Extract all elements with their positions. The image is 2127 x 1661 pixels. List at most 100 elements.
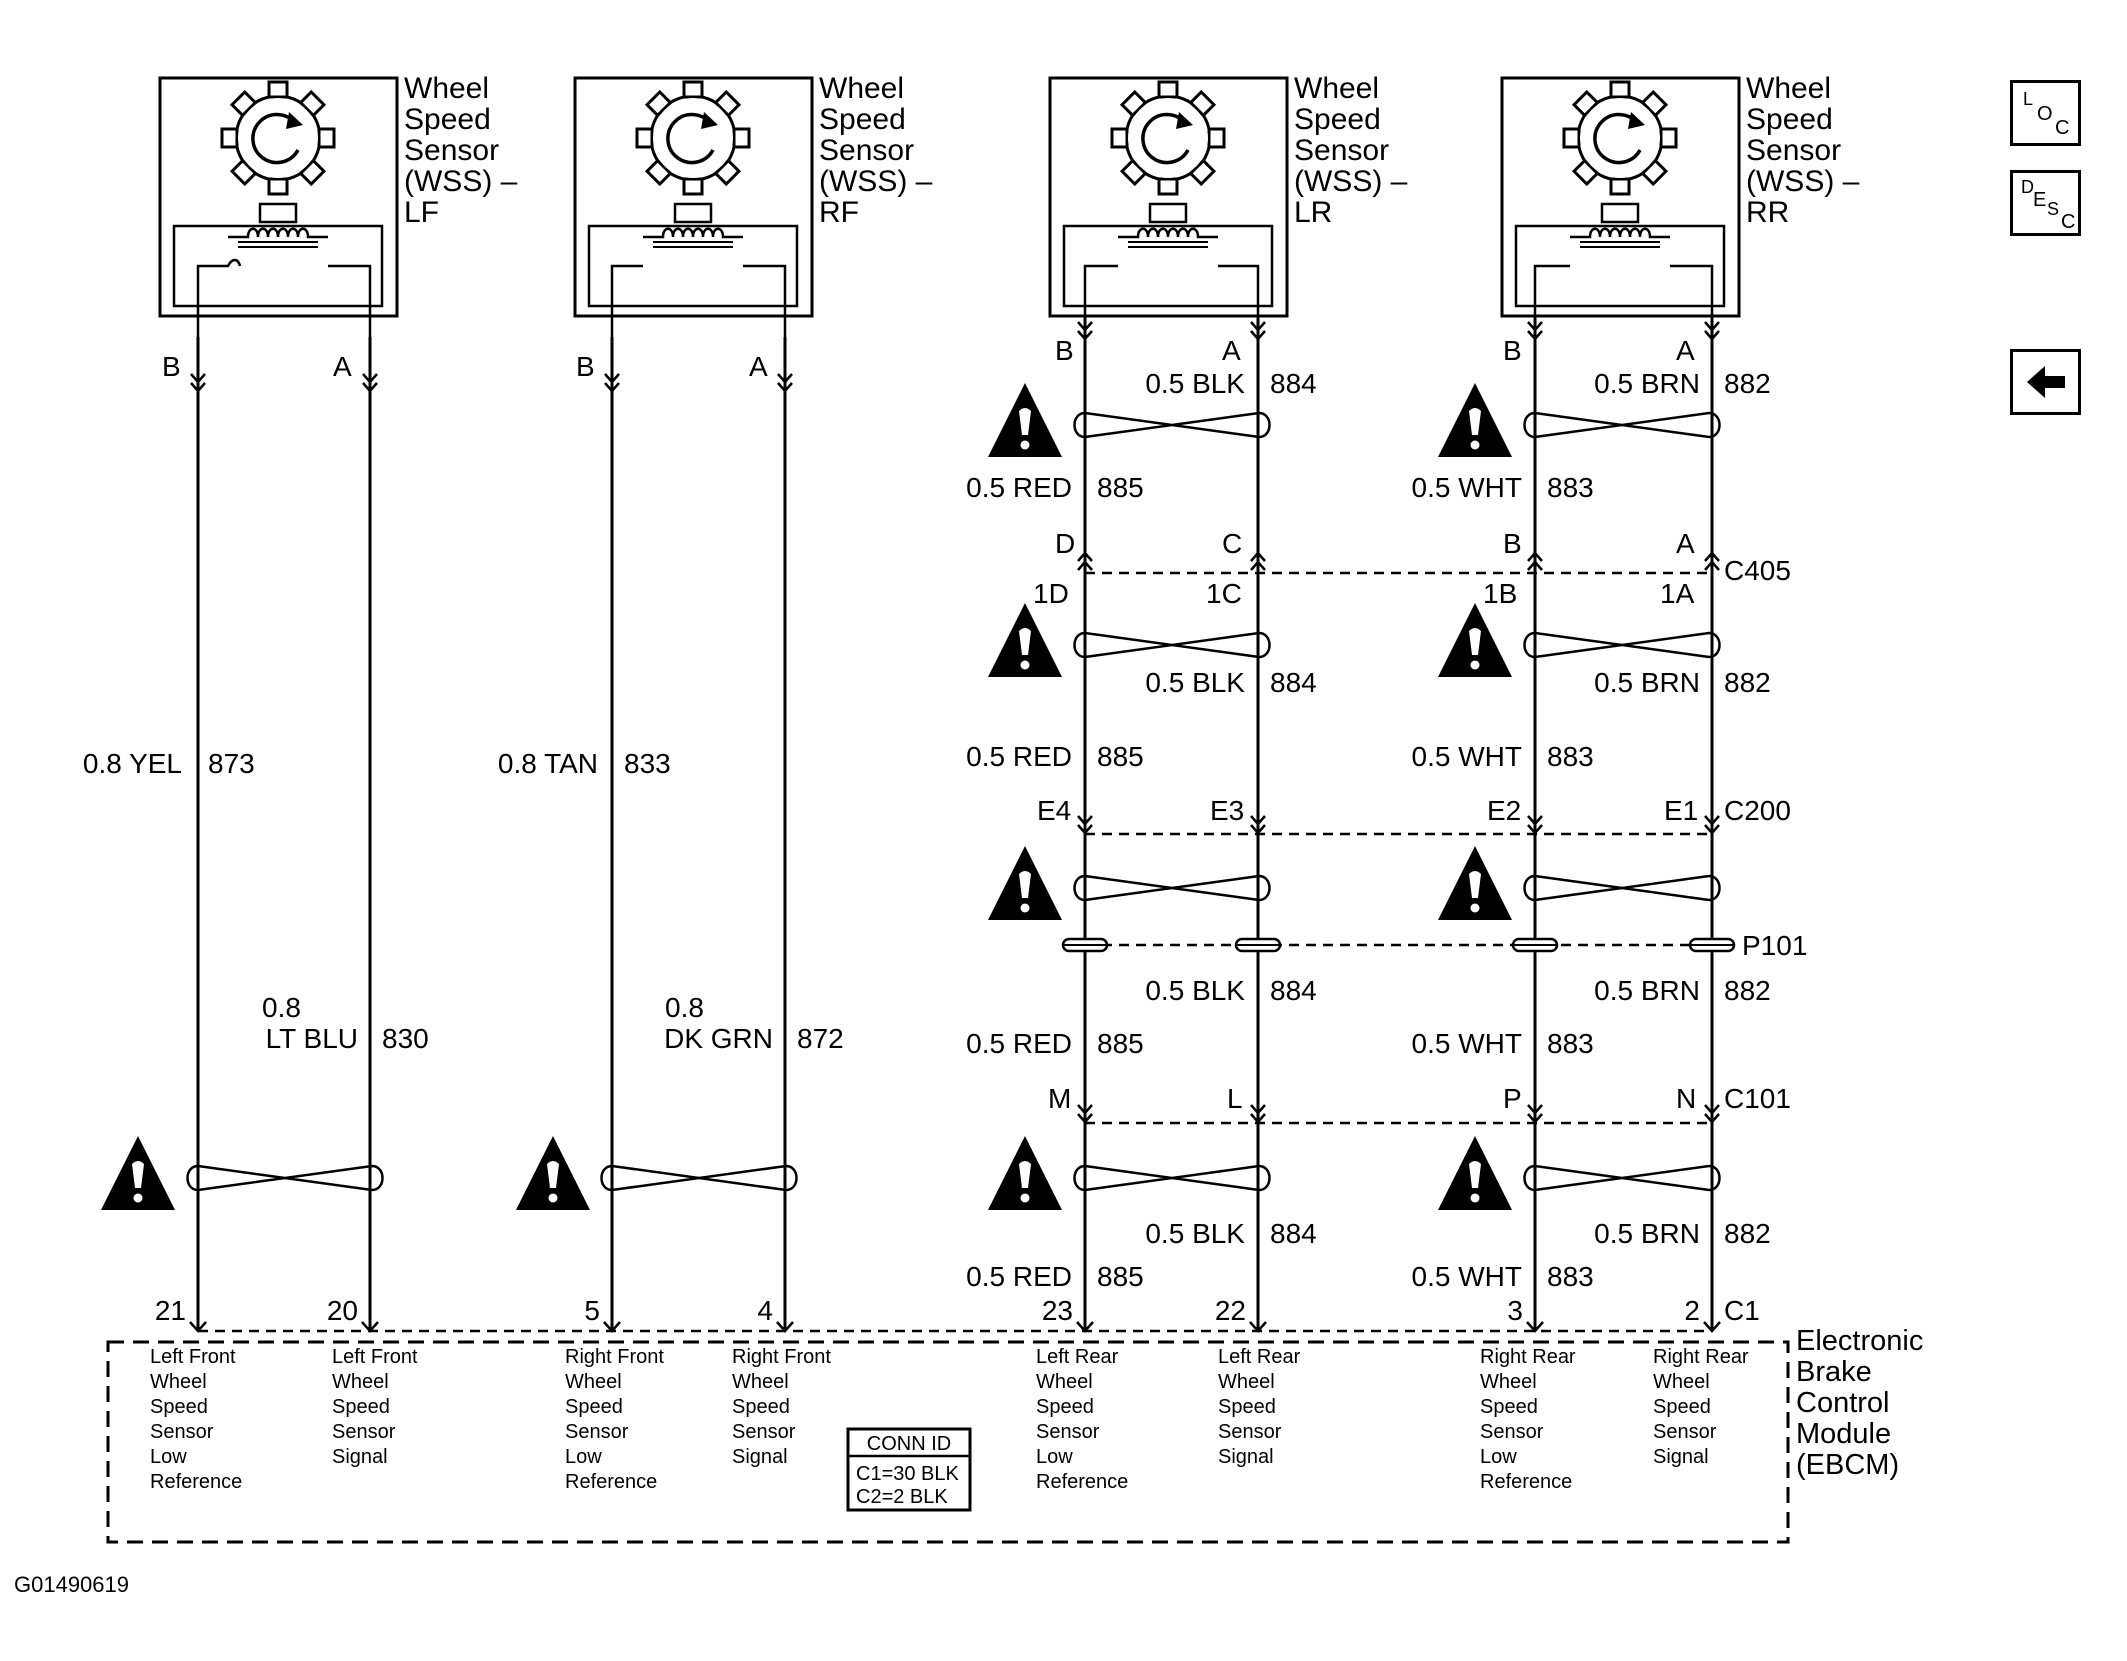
sensor-rr-title-4: (WSS) –	[1746, 165, 1860, 198]
rear-wiring: B A B A 0.5 BLK 884 0.5 BRN 882 0.5 RED …	[966, 318, 1807, 1330]
c200-label: C200	[1724, 795, 1791, 826]
rr-low-wire-color-2: 0.5 WHT	[1412, 741, 1522, 772]
lr-low-wire-circuit-3: 885	[1097, 1028, 1144, 1059]
lr-low-wire-circuit-1: 885	[1097, 472, 1144, 503]
rr-sig-wire-circuit-3: 882	[1724, 975, 1771, 1006]
lr-sig-wire-color-1: 0.5 BLK	[1145, 368, 1245, 399]
desc-button-label: E	[2033, 189, 2047, 211]
sensor-rf-title-1: Wheel	[819, 72, 904, 105]
lf-low-wire-color: 0.8 YEL	[83, 748, 182, 779]
c200-pin-e4: E4	[1037, 795, 1071, 826]
lf-sig-wire-circuit: 830	[382, 1023, 429, 1054]
c200-pin-e1: E1	[1664, 795, 1698, 826]
sensor-rr-title-1: Wheel	[1746, 72, 1831, 105]
sensor-lr-title-2: Speed	[1294, 103, 1381, 136]
sensor-rr-title-3: Sensor	[1746, 134, 1841, 167]
sensor-lf-title-5: LF	[404, 196, 439, 229]
c1-pin-2: 2	[1684, 1295, 1700, 1326]
c405-pin-b: B	[1503, 528, 1522, 559]
c1-pin-5: 5	[584, 1295, 600, 1326]
lf-low-wire-circuit: 873	[208, 748, 255, 779]
c405-pin-d: D	[1055, 528, 1075, 559]
sensor-rr: Wheel Speed Sensor (WSS) – RR	[1500, 72, 1860, 337]
rf-sig-wire-size: 0.8	[665, 992, 704, 1023]
lf-terminal-a: A	[333, 351, 352, 382]
conn-id-c1: C1=30 BLK	[856, 1463, 960, 1485]
rr-low-wire-color-1: 0.5 WHT	[1412, 472, 1522, 503]
lr-low-wire-circuit-2: 885	[1097, 741, 1144, 772]
lr-sig-wire-color-3: 0.5 BLK	[1145, 975, 1245, 1006]
sensor-lr-title-5: LR	[1294, 196, 1332, 229]
warning-triangle-icon	[988, 603, 1062, 677]
rf-terminal-b: B	[576, 351, 595, 382]
lr-low-wire-color-3: 0.5 RED	[966, 1028, 1072, 1059]
sensor-rf-title-2: Speed	[819, 103, 906, 136]
left-arrow-icon	[2027, 366, 2065, 398]
rf-low-wire-color: 0.8 TAN	[498, 748, 598, 779]
back-button[interactable]	[2010, 349, 2081, 415]
lr-terminal-b: B	[1055, 335, 1074, 366]
sensor-lr-title-3: Sensor	[1294, 134, 1389, 167]
sensor-lr-title-4: (WSS) –	[1294, 165, 1408, 198]
rr-low-wire-circuit-4: 883	[1547, 1261, 1594, 1292]
c200-pin-e3: E3	[1210, 795, 1244, 826]
c405-pin-1c: 1C	[1206, 578, 1242, 609]
sensor-rf-title-4: (WSS) –	[819, 165, 933, 198]
rr-sig-wire-circuit-4: 882	[1724, 1218, 1771, 1249]
rr-sig-wire-color-4: 0.5 BRN	[1594, 1218, 1700, 1249]
lr-low-wire-color-2: 0.5 RED	[966, 741, 1072, 772]
warning-triangle-icon	[516, 1136, 590, 1210]
c1-pin-4: 4	[757, 1295, 773, 1326]
conn-id-title: CONN ID	[867, 1433, 951, 1455]
sensor-rr-title-5: RR	[1746, 196, 1789, 229]
warning-triangle-icon	[101, 1136, 175, 1210]
c1-pin-20: 20	[327, 1295, 358, 1326]
sensor-lf: Wheel Speed Sensor (WSS) – LF	[158, 72, 518, 337]
c1-label: C1	[1724, 1295, 1760, 1326]
c1-pin-21: 21	[155, 1295, 186, 1326]
rr-terminal-a: A	[1676, 335, 1695, 366]
rr-sig-wire-circuit-1: 882	[1724, 368, 1771, 399]
warning-triangle-icon	[988, 1136, 1062, 1210]
c405-label: C405	[1724, 555, 1791, 586]
c1-pin-23: 23	[1042, 1295, 1073, 1326]
lr-terminal-a: A	[1222, 335, 1241, 366]
loc-button-label: L	[2023, 89, 2034, 109]
sensor-rf-title-3: Sensor	[819, 134, 914, 167]
c101-pin-n: N	[1676, 1083, 1696, 1114]
warning-triangle-icon	[988, 846, 1062, 920]
c200-pin-e2: E2	[1487, 795, 1521, 826]
lr-sig-wire-color-4: 0.5 BLK	[1145, 1218, 1245, 1249]
loc-button[interactable]: L O C	[2010, 80, 2081, 146]
sensor-lf-title-3: Sensor	[404, 134, 499, 167]
c405-pin-c: C	[1222, 528, 1242, 559]
lr-sig-wire-color-2: 0.5 BLK	[1145, 667, 1245, 698]
desc-button[interactable]: D E S C	[2010, 170, 2081, 236]
desc-button-label: C	[2061, 211, 2076, 233]
rf-terminal-a: A	[749, 351, 768, 382]
rr-low-wire-color-3: 0.5 WHT	[1412, 1028, 1522, 1059]
c405-pin-1b: 1B	[1483, 578, 1517, 609]
rr-low-wire-circuit-1: 883	[1547, 472, 1594, 503]
lf-terminal-b: B	[162, 351, 181, 382]
sensor-lr-title-1: Wheel	[1294, 72, 1379, 105]
sensor-lr: Wheel Speed Sensor (WSS) – LR	[1048, 72, 1408, 337]
rr-low-wire-circuit-3: 883	[1547, 1028, 1594, 1059]
warning-triangle-icon	[1438, 383, 1512, 457]
c405-pin-1d: 1D	[1033, 578, 1069, 609]
c1-pin-3: 3	[1507, 1295, 1523, 1326]
lf-sig-wire-color: LT BLU	[266, 1023, 358, 1054]
c101-label: C101	[1724, 1083, 1791, 1114]
sensor-rr-title-2: Speed	[1746, 103, 1833, 136]
lr-sig-wire-circuit-2: 884	[1270, 667, 1317, 698]
conn-id-box: CONN ID C1=30 BLK C2=2 BLK	[846, 1427, 972, 1512]
c1-pin-22: 22	[1215, 1295, 1246, 1326]
desc-button-label: D	[2021, 177, 2034, 197]
lr-low-wire-color-4: 0.5 RED	[966, 1261, 1072, 1292]
